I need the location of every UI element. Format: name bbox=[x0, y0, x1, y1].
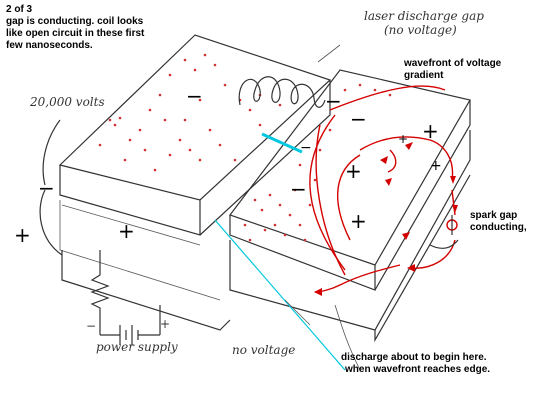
wavefront-curves bbox=[309, 85, 446, 276]
spark-gap-label: conducting, bbox=[470, 222, 527, 233]
flow-small-loop bbox=[387, 149, 397, 173]
battery-minus: − bbox=[86, 319, 96, 333]
annotation-pointers bbox=[284, 299, 361, 371]
polarity-signs: − − − − − + + + + + + + − − + bbox=[14, 84, 442, 333]
plus-sign: + bbox=[350, 209, 367, 233]
right-plate-stack bbox=[229, 69, 471, 343]
discharge-label: when wavefront reaches edge. bbox=[344, 364, 490, 375]
discharge-pointer-line bbox=[214, 219, 346, 371]
flow-top-arc bbox=[359, 136, 454, 181]
arrowhead bbox=[385, 178, 392, 186]
spark-gap bbox=[429, 215, 459, 249]
arrowhead bbox=[450, 176, 456, 184]
wavefront-label: wavefront of voltage bbox=[403, 58, 502, 69]
step-description: few nanoseconds. bbox=[6, 40, 93, 51]
discharge-pointer bbox=[334, 304, 361, 371]
plus-sign: + bbox=[430, 158, 442, 174]
laser-gap bbox=[214, 44, 346, 371]
no-voltage-label: no voltage bbox=[232, 343, 295, 357]
step-description: like open circuit in these first bbox=[6, 28, 145, 39]
minus-sign: − bbox=[186, 84, 203, 108]
left-middle-layer bbox=[61, 204, 201, 246]
minus-sign: − bbox=[350, 107, 367, 131]
left-top-plate-side bbox=[199, 80, 331, 236]
plus-sign: + bbox=[118, 219, 135, 243]
right-top-plate-front bbox=[229, 215, 376, 291]
current-flow-arrows bbox=[314, 136, 458, 296]
resistor bbox=[90, 250, 110, 320]
wavefront-lobe bbox=[337, 154, 361, 241]
minus-sign: − bbox=[290, 177, 307, 201]
laser-gap-electrode bbox=[261, 132, 303, 154]
voltage-label: 20,000 volts bbox=[29, 95, 105, 109]
arrowhead bbox=[407, 264, 415, 272]
wavefront-arrow-line bbox=[329, 85, 446, 111]
wavefront-label: gradient bbox=[404, 70, 444, 81]
coil-windings bbox=[238, 76, 326, 108]
voltage-bracket bbox=[42, 119, 61, 186]
laser-gap-sublabel: (no voltage) bbox=[384, 23, 457, 37]
spark-gap-lead bbox=[429, 239, 459, 249]
minus-sign: − bbox=[38, 176, 55, 200]
plus-sign: + bbox=[14, 223, 31, 247]
step-label: 2 of 3 bbox=[6, 4, 33, 15]
arrowhead bbox=[380, 156, 388, 164]
discharge-label: discharge about to begin here. bbox=[341, 352, 487, 363]
arrowhead bbox=[314, 288, 322, 296]
laser-gap-label: laser discharge gap bbox=[364, 9, 484, 23]
laser-gap-pointer bbox=[317, 44, 341, 63]
left-bottom-plate-front bbox=[61, 250, 231, 331]
battery-plus: + bbox=[160, 317, 170, 331]
arrowhead bbox=[452, 205, 458, 213]
left-lead-wire bbox=[39, 189, 63, 256]
power-supply-label: power supply bbox=[96, 340, 178, 354]
wavefront-curve-inner bbox=[309, 114, 346, 271]
plus-sign: + bbox=[345, 159, 362, 183]
spark-gap-label: spark gap bbox=[470, 210, 517, 221]
left-dielectric-edge bbox=[59, 200, 221, 301]
right-bottom-edge bbox=[374, 174, 471, 343]
left-charge-dots bbox=[98, 53, 282, 172]
power-supply-circuit bbox=[39, 119, 161, 345]
arrowhead bbox=[405, 142, 413, 150]
step-description: gap is conducting. coil looks bbox=[6, 16, 144, 27]
plus-sign: + bbox=[398, 132, 408, 146]
no-voltage-pointer bbox=[284, 299, 311, 326]
wavefront-curve-outer bbox=[315, 124, 346, 276]
left-plate-stack bbox=[58, 34, 332, 331]
minus-sign: − bbox=[325, 89, 342, 113]
plus-sign: + bbox=[422, 119, 439, 143]
inductor-coil bbox=[238, 76, 326, 108]
left-top-plate-top bbox=[58, 34, 332, 201]
right-charge-dots bbox=[243, 83, 392, 242]
text-labels: 2 of 3 gap is conducting. coil looks lik… bbox=[6, 4, 527, 375]
minus-sign: − bbox=[300, 140, 312, 156]
arrowhead bbox=[402, 232, 410, 240]
left-top-plate-front bbox=[59, 165, 201, 236]
